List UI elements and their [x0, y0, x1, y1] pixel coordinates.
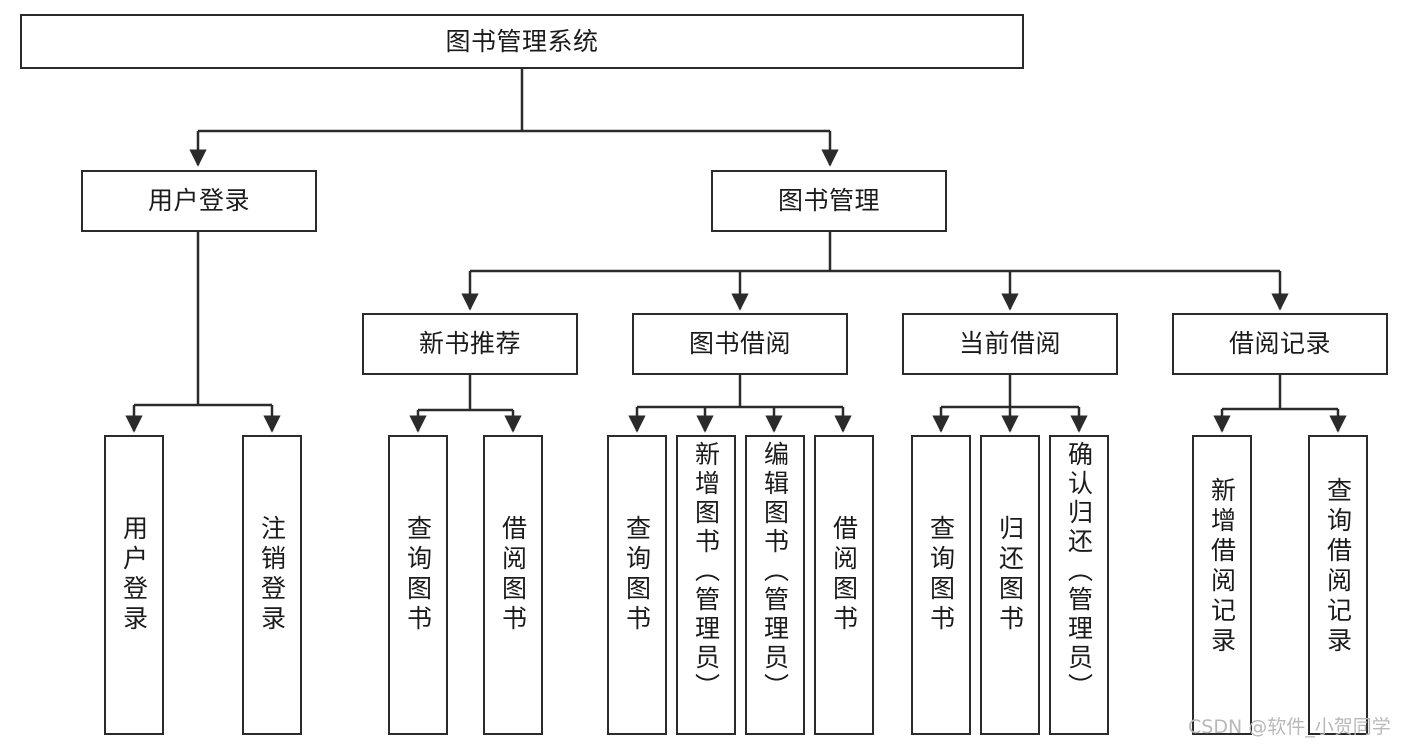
node-label: 查询借阅记录	[1323, 477, 1353, 657]
node-label: 注销登录	[257, 515, 287, 635]
node-book-borrow[interactable]: 图书借阅	[632, 313, 848, 375]
node-label: 查询图书	[926, 515, 956, 635]
node-new-book-recommend[interactable]: 新书推荐	[362, 313, 578, 375]
node-label: 查询图书	[403, 515, 433, 635]
node-label: 编辑图书（管理员）	[760, 441, 790, 702]
node-borrow-record[interactable]: 借阅记录	[1172, 313, 1388, 375]
leaf-query-book-borrow[interactable]: 查询图书	[607, 435, 667, 735]
node-label: 图书管理	[777, 186, 880, 215]
node-label: 新增图书（管理员）	[691, 441, 721, 702]
node-root-book-management-system[interactable]: 图书管理系统	[20, 14, 1024, 69]
node-label: 用户登录	[119, 515, 149, 635]
leaf-add-book-admin[interactable]: 新增图书（管理员）	[676, 435, 736, 735]
node-label: 确认归还（管理员）	[1064, 441, 1094, 702]
node-label: 当前借阅	[958, 329, 1061, 358]
node-label: 查询图书	[622, 515, 652, 635]
node-user-login[interactable]: 用户登录	[81, 170, 317, 232]
node-current-borrow[interactable]: 当前借阅	[902, 313, 1118, 375]
csdn-watermark: CSDN @软件_小贺同学	[1188, 716, 1391, 738]
node-label: 图书借阅	[688, 329, 791, 358]
leaf-return-book[interactable]: 归还图书	[980, 435, 1040, 735]
node-label: 借阅图书	[498, 515, 528, 635]
node-label: 用户登录	[147, 186, 250, 215]
node-label: 图书管理系统	[445, 26, 599, 56]
node-book-management[interactable]: 图书管理	[711, 170, 947, 232]
node-label: 归还图书	[995, 515, 1025, 635]
leaf-borrow-book[interactable]: 借阅图书	[814, 435, 874, 735]
leaf-borrow-book-recommend[interactable]: 借阅图书	[483, 435, 543, 735]
node-label: 借阅图书	[829, 515, 859, 635]
leaf-edit-book-admin[interactable]: 编辑图书（管理员）	[745, 435, 805, 735]
node-label: 借阅记录	[1228, 329, 1331, 358]
leaf-logout[interactable]: 注销登录	[242, 435, 302, 735]
leaf-query-book-recommend[interactable]: 查询图书	[388, 435, 448, 735]
leaf-query-borrow-record[interactable]: 查询借阅记录	[1308, 435, 1368, 735]
node-label: 新书推荐	[418, 329, 521, 358]
leaf-query-book-current[interactable]: 查询图书	[911, 435, 971, 735]
node-label: 新增借阅记录	[1207, 477, 1237, 657]
leaf-user-login[interactable]: 用户登录	[104, 435, 164, 735]
leaf-confirm-return-admin[interactable]: 确认归还（管理员）	[1049, 435, 1109, 735]
leaf-add-borrow-record[interactable]: 新增借阅记录	[1192, 435, 1252, 735]
